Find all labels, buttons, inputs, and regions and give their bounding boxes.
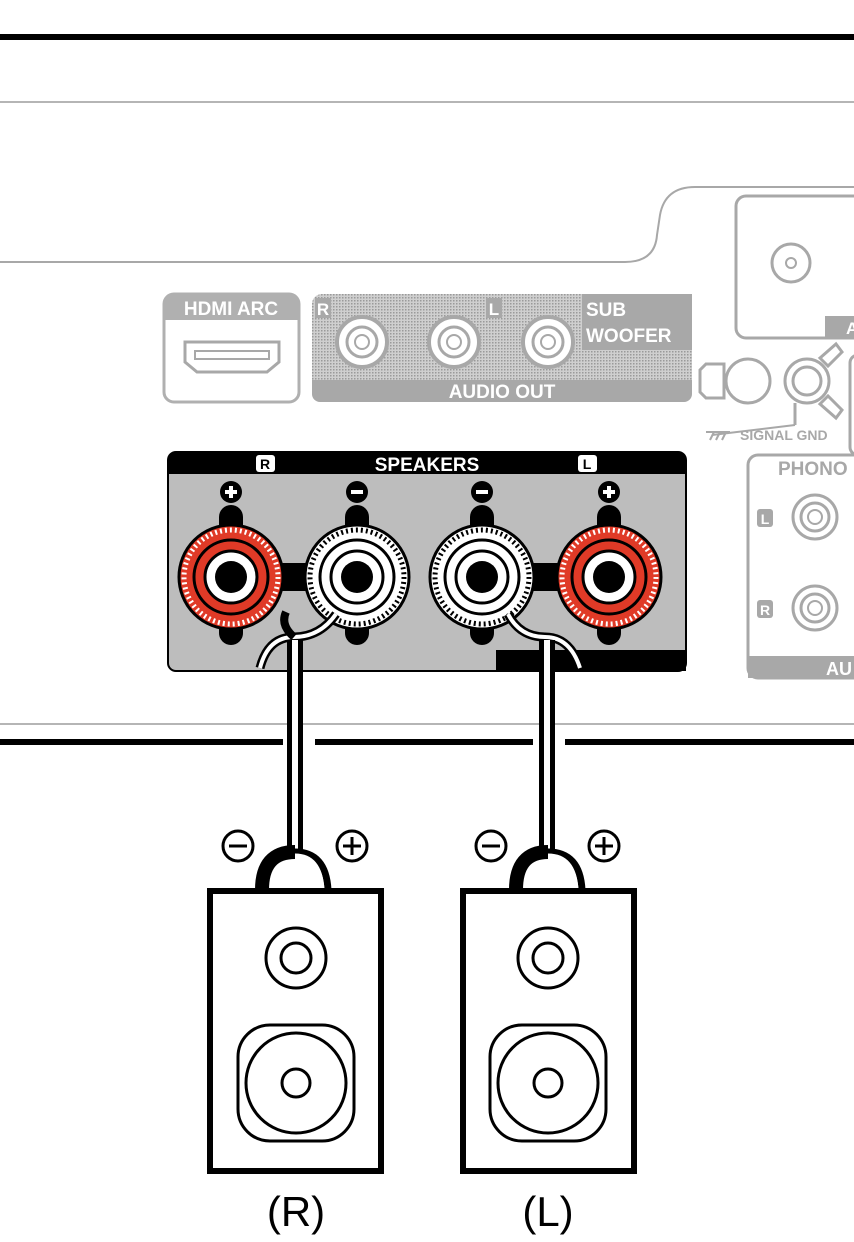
speakers-title: SPEAKERS — [375, 455, 480, 476]
minus-icon — [471, 481, 493, 503]
audio-out-r-label: R — [317, 300, 329, 319]
speaker-r-label: (R) — [267, 1188, 325, 1235]
phono-input-panel: PHONO L R AU — [746, 453, 854, 680]
tweeter-icon — [516, 926, 580, 990]
panel-contour — [0, 186, 854, 263]
speaker-cable-r — [255, 610, 340, 891]
plus-icon — [335, 829, 369, 863]
hdmi-arc-port: HDMI ARC — [162, 292, 301, 404]
phono-l-label: L — [761, 511, 770, 527]
speakers-terminal-block: SPEAKERS R L — [167, 451, 687, 672]
minus-icon — [346, 481, 368, 503]
speaker-cable-l — [504, 611, 586, 891]
binding-post-r-negative — [303, 523, 411, 631]
hdmi-connector-icon — [183, 340, 281, 374]
audio-out-l-label: L — [489, 300, 499, 319]
plus-icon — [220, 481, 242, 503]
minus-icon — [474, 829, 508, 863]
rca-jack-r — [335, 315, 389, 369]
rca-jack-sub — [521, 315, 575, 369]
audio-out-panel: AUDIO OUT R L SUB WOOFER — [312, 294, 692, 403]
minus-icon — [221, 829, 255, 863]
rca-jack-l — [427, 315, 481, 369]
phono-r-label: R — [760, 602, 770, 618]
speakers-l-channel-label: L — [583, 456, 592, 472]
audio-out-label: AUDIO OUT — [449, 382, 556, 403]
ground-icon — [706, 431, 730, 441]
bottom-border-right — [565, 739, 854, 745]
woofer-icon — [488, 1023, 608, 1143]
tweeter-icon — [264, 926, 328, 990]
top-right-module: A — [734, 194, 854, 340]
plus-icon — [598, 481, 620, 503]
speaker-l — [460, 888, 637, 1174]
hdmi-arc-label: HDMI ARC — [184, 299, 279, 320]
phono-label: PHONO — [778, 459, 848, 480]
woofer-icon — [236, 1023, 356, 1143]
binding-post-r-positive — [177, 523, 285, 631]
speaker-r — [207, 888, 384, 1174]
phono-bottom-partial-label: AU — [826, 659, 852, 679]
top-right-partial-label: A — [846, 319, 854, 338]
sub-label-line1: SUB — [586, 300, 626, 321]
sub-label-line2: WOOFER — [586, 326, 672, 347]
signal-gnd-terminal: SIGNAL GND — [698, 341, 854, 456]
binding-post-l-positive — [555, 523, 663, 631]
top-border — [0, 34, 854, 40]
bottom-border-left — [0, 739, 283, 745]
speakers-r-channel-label: R — [260, 456, 270, 472]
speaker-l-label: (L) — [522, 1188, 573, 1235]
bottom-border-mid — [315, 739, 533, 745]
binding-post-l-negative — [428, 523, 536, 631]
plus-icon — [587, 829, 621, 863]
signal-gnd-label: SIGNAL GND — [740, 427, 828, 443]
